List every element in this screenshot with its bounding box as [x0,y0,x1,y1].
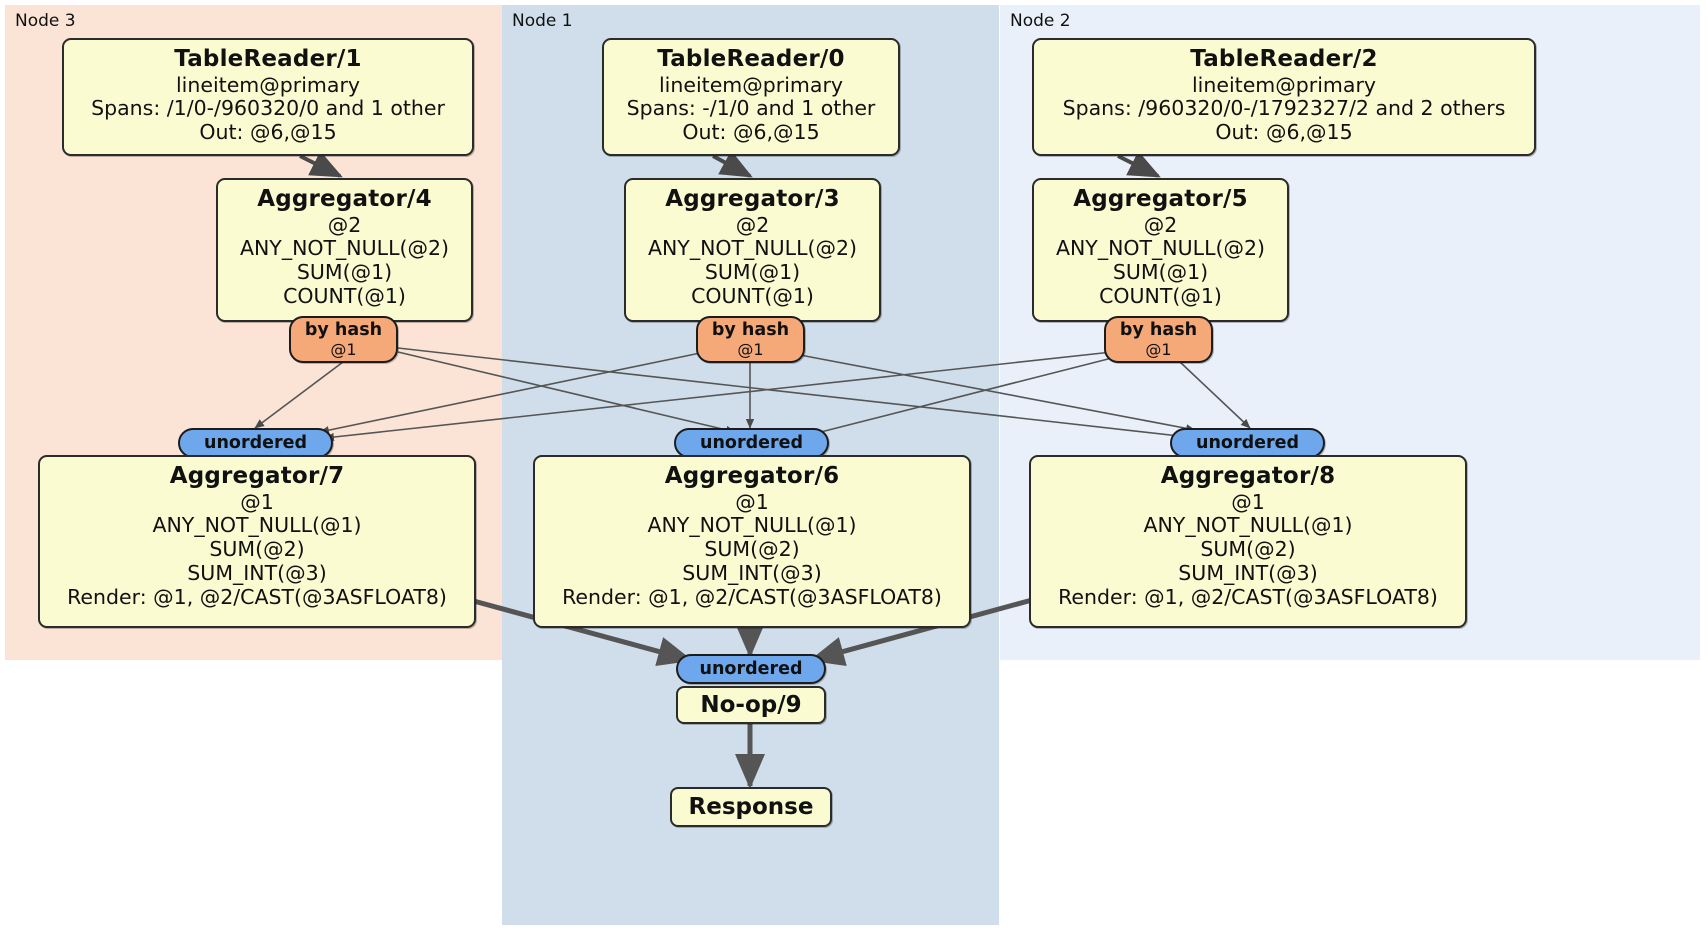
response-box[interactable]: Response [670,787,832,827]
aggregator-8-render: Render: @1, @2/CAST(@3ASFLOAT8) [1058,584,1438,609]
by-hash-center-col: @1 [737,339,764,359]
table-reader-0-spans: Spans: -/1/0 and 1 other [626,96,876,121]
table-reader-0-box[interactable]: TableReader/0 lineitem@primary Spans: -/… [602,38,900,156]
response-label: Response [688,794,814,820]
panel-node-3-label: Node 3 [15,11,76,31]
aggregator-3-box[interactable]: Aggregator/3 @2 ANY_NOT_NULL(@2) SUM(@1)… [624,178,881,322]
by-hash-right-col: @1 [1145,339,1172,359]
by-hash-left-label: by hash [304,320,383,340]
unordered-collector-final[interactable]: unordered [676,654,826,684]
table-reader-2-title: TableReader/2 [1190,46,1378,72]
aggregator-6-func-2: SUM(@2) [704,537,800,562]
aggregator-8-func-2: SUM(@2) [1200,537,1296,562]
unordered-collector-left[interactable]: unordered [178,428,333,458]
aggregator-3-func-1: ANY_NOT_NULL(@2) [647,236,858,261]
table-reader-0-title: TableReader/0 [657,46,845,72]
aggregator-6-func-3: SUM_INT(@3) [682,560,822,585]
table-reader-1-title: TableReader/1 [174,46,362,72]
aggregator-8-func-3: SUM_INT(@3) [1178,560,1318,585]
aggregator-4-groupcols: @2 [327,212,362,237]
aggregator-4-func-2: SUM(@1) [296,260,393,285]
aggregator-7-box[interactable]: Aggregator/7 @1 ANY_NOT_NULL(@1) SUM(@2)… [38,455,476,628]
table-reader-2-box[interactable]: TableReader/2 lineitem@primary Spans: /9… [1032,38,1536,156]
table-reader-1-box[interactable]: TableReader/1 lineitem@primary Spans: /1… [62,38,474,156]
aggregator-6-groupcols: @1 [735,489,769,514]
aggregator-3-func-3: COUNT(@1) [691,283,814,308]
unordered-collector-center[interactable]: unordered [674,428,829,458]
aggregator-7-func-2: SUM(@2) [209,537,305,562]
table-reader-2-spans: Spans: /960320/0-/1792327/2 and 2 others [1062,96,1506,121]
aggregator-5-box[interactable]: Aggregator/5 @2 ANY_NOT_NULL(@2) SUM(@1)… [1032,178,1289,322]
aggregator-4-box[interactable]: Aggregator/4 @2 ANY_NOT_NULL(@2) SUM(@1)… [216,178,473,322]
by-hash-router-center[interactable]: by hash @1 [696,316,805,363]
unordered-collector-right[interactable]: unordered [1170,428,1325,458]
table-reader-0-out: Out: @6,@15 [682,120,820,145]
aggregator-5-func-1: ANY_NOT_NULL(@2) [1055,236,1266,261]
by-hash-right-label: by hash [1119,320,1198,340]
aggregator-4-func-1: ANY_NOT_NULL(@2) [239,236,450,261]
no-op-9-label: No-op/9 [700,692,802,718]
aggregator-6-box[interactable]: Aggregator/6 @1 ANY_NOT_NULL(@1) SUM(@2)… [533,455,971,628]
table-reader-1-spans: Spans: /1/0-/960320/0 and 1 other [91,96,445,121]
table-reader-1-index: lineitem@primary [175,72,361,97]
no-op-9-box[interactable]: No-op/9 [676,686,826,724]
by-hash-left-col: @1 [330,339,357,359]
unordered-center-label: unordered [700,433,803,453]
aggregator-7-func-1: ANY_NOT_NULL(@1) [152,513,362,538]
aggregator-3-title: Aggregator/3 [665,186,840,212]
panel-node-2-label: Node 2 [1010,11,1071,31]
aggregator-3-func-2: SUM(@1) [704,260,801,285]
aggregator-5-groupcols: @2 [1143,212,1178,237]
aggregator-7-title: Aggregator/7 [169,463,345,489]
aggregator-8-groupcols: @1 [1231,489,1265,514]
aggregator-8-title: Aggregator/8 [1160,463,1336,489]
aggregator-7-func-3: SUM_INT(@3) [187,560,327,585]
aggregator-6-title: Aggregator/6 [664,463,840,489]
aggregator-8-func-1: ANY_NOT_NULL(@1) [1143,513,1353,538]
table-reader-0-index: lineitem@primary [658,72,844,97]
aggregator-5-title: Aggregator/5 [1073,186,1248,212]
unordered-right-label: unordered [1196,433,1299,453]
aggregator-5-func-3: COUNT(@1) [1099,283,1222,308]
table-reader-2-out: Out: @6,@15 [1215,120,1353,145]
aggregator-6-func-1: ANY_NOT_NULL(@1) [647,513,857,538]
aggregator-3-groupcols: @2 [735,212,770,237]
by-hash-router-right[interactable]: by hash @1 [1104,316,1213,363]
unordered-left-label: unordered [204,433,307,453]
aggregator-4-title: Aggregator/4 [257,186,432,212]
by-hash-router-left[interactable]: by hash @1 [289,316,398,363]
aggregator-6-render: Render: @1, @2/CAST(@3ASFLOAT8) [562,584,942,609]
table-reader-1-out: Out: @6,@15 [199,120,337,145]
aggregator-4-func-3: COUNT(@1) [283,283,406,308]
aggregator-8-box[interactable]: Aggregator/8 @1 ANY_NOT_NULL(@1) SUM(@2)… [1029,455,1467,628]
panel-node-1-label: Node 1 [512,11,573,31]
unordered-final-label: unordered [699,659,803,679]
aggregator-7-groupcols: @1 [240,489,274,514]
aggregator-5-func-2: SUM(@1) [1112,260,1209,285]
by-hash-center-label: by hash [711,320,790,340]
table-reader-2-index: lineitem@primary [1191,72,1377,97]
aggregator-7-render: Render: @1, @2/CAST(@3ASFLOAT8) [67,584,447,609]
